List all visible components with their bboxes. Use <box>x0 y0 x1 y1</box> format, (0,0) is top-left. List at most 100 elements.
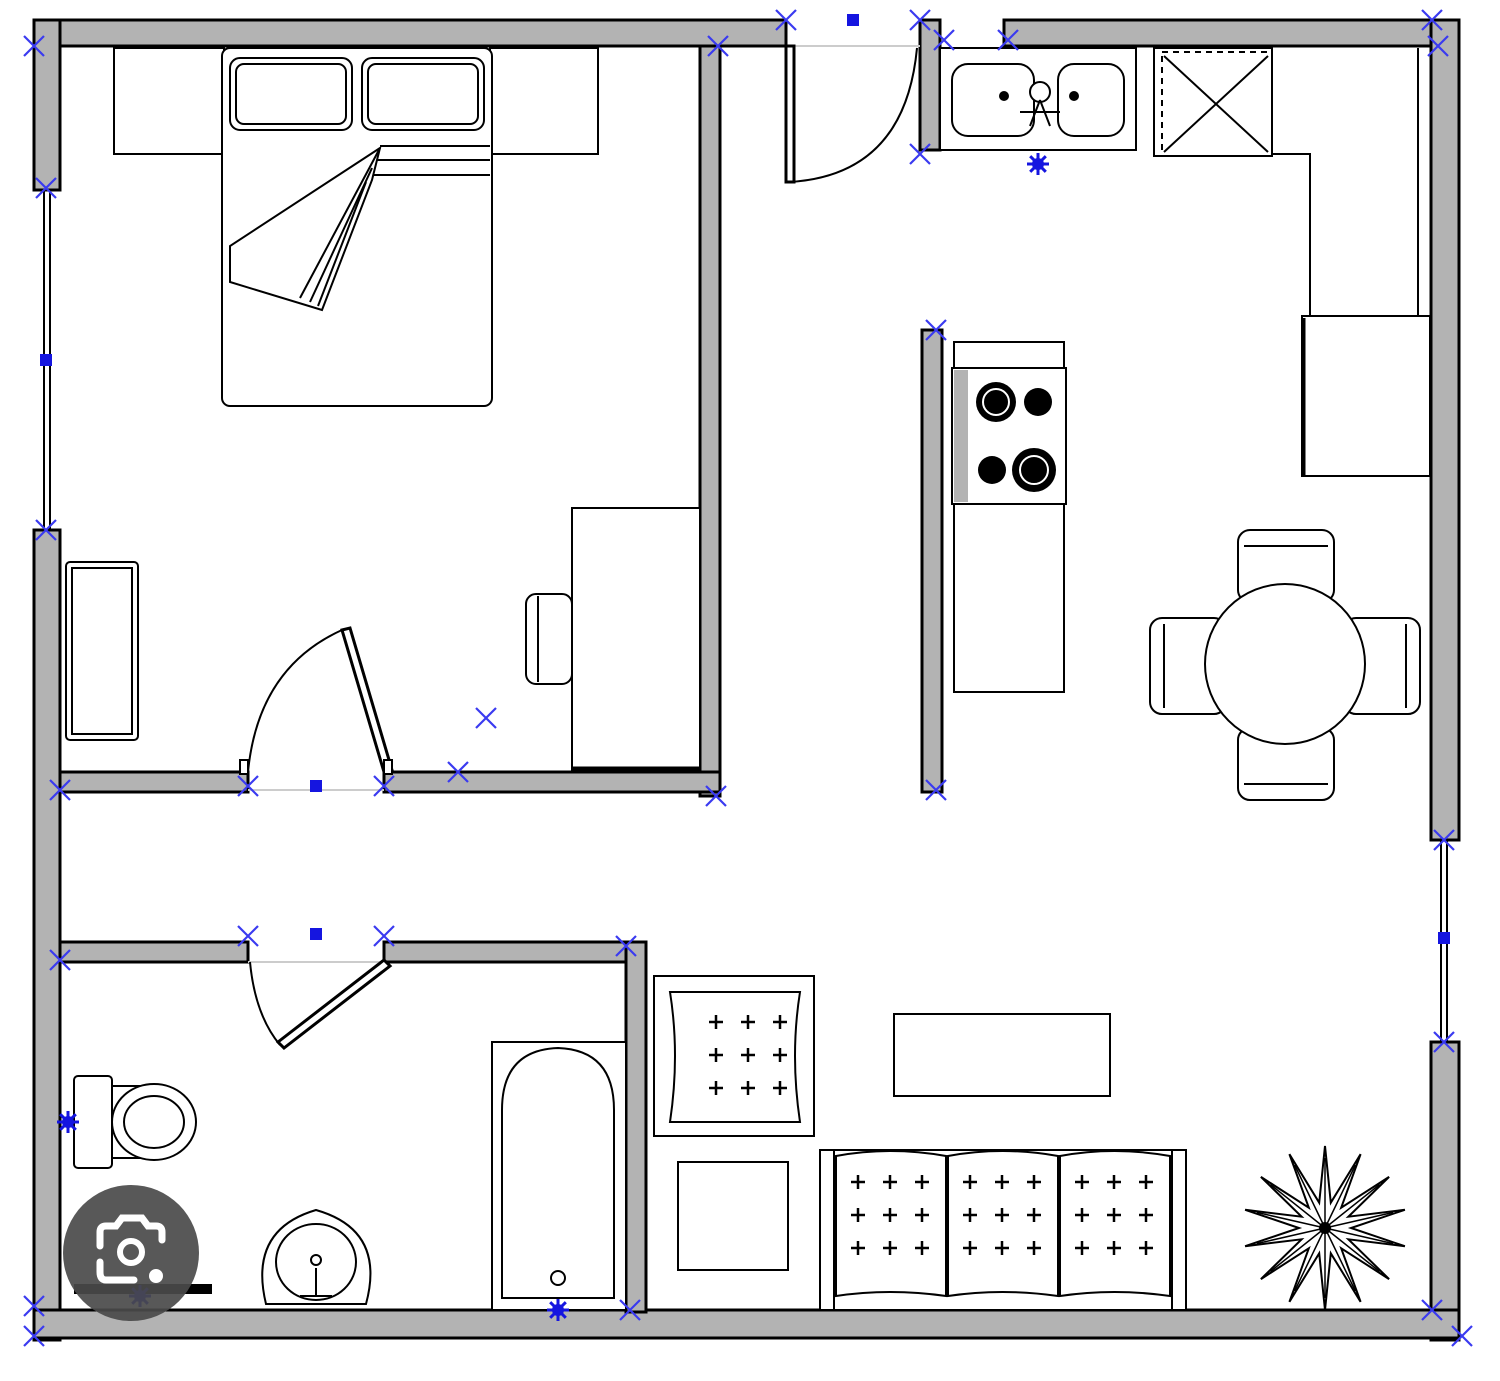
control-x-stroke <box>925 319 947 341</box>
sink-basin-right <box>1057 63 1125 137</box>
control-x-stroke <box>925 779 947 801</box>
tuft-mark <box>1107 1208 1121 1222</box>
control-x-handle <box>475 707 497 729</box>
plant-vein <box>1324 1227 1357 1292</box>
control-x-handle <box>1451 1325 1473 1347</box>
control-x-stroke <box>49 779 71 801</box>
potted-plant <box>1244 1145 1406 1311</box>
control-square-handle <box>310 928 322 940</box>
control-square-handle <box>40 354 52 366</box>
burner-4-ring <box>1019 455 1049 485</box>
tuft-mark <box>1139 1208 1153 1222</box>
wall-bottom <box>32 1308 1461 1340</box>
tuft-mark <box>915 1175 929 1189</box>
wall-bath-top-right <box>382 940 648 964</box>
bedroom-door-jamb-l <box>239 759 249 775</box>
tuft-mark <box>773 1048 787 1062</box>
control-x-stroke <box>1421 9 1443 31</box>
control-x-handle <box>997 29 1019 51</box>
bathtub <box>491 1041 627 1311</box>
refrigerator <box>1301 315 1431 477</box>
wall-kitchen-divider <box>920 328 944 794</box>
control-x-handle <box>705 785 727 807</box>
cooktop-back <box>954 370 968 502</box>
coffee-table <box>893 1013 1111 1097</box>
control-x-handle <box>925 779 947 801</box>
tuft-mark <box>1107 1175 1121 1189</box>
control-x-stroke <box>23 35 45 57</box>
sink-basin-left <box>951 63 1035 137</box>
tuft-mark <box>1027 1208 1041 1222</box>
control-x-handle <box>615 935 637 957</box>
sink-knob-left <box>999 91 1009 101</box>
control-x-stroke <box>1433 829 1455 851</box>
control-x-stroke <box>35 519 57 541</box>
bedroom-furniture <box>65 47 701 771</box>
tuft-mark <box>883 1208 897 1222</box>
control-squares <box>40 14 1450 944</box>
lens-icon-lens <box>117 1238 145 1266</box>
tuft-mark <box>1027 1241 1041 1255</box>
plant-vein <box>1324 1227 1394 1245</box>
plant-center <box>1319 1222 1331 1234</box>
tuft-mark <box>883 1175 897 1189</box>
dresser-inner <box>71 567 133 735</box>
tuft-mark <box>963 1175 977 1189</box>
wall-bedroom-bottom-left <box>58 770 250 794</box>
control-x-stroke <box>909 143 931 165</box>
pillow-left <box>229 57 353 131</box>
control-x-handle <box>707 35 729 57</box>
burner-4 <box>1012 448 1056 492</box>
bathtub-inner <box>501 1046 615 1299</box>
control-star-handle <box>57 1111 79 1133</box>
tuft-mark <box>1075 1208 1089 1222</box>
control-x-handle <box>1421 9 1443 31</box>
control-x-stroke <box>373 775 395 797</box>
sofa-frame <box>819 1149 1187 1311</box>
control-x-stroke <box>707 35 729 57</box>
plant-vein <box>1256 1227 1326 1245</box>
control-x-stroke <box>447 761 469 783</box>
blanket-line-2 <box>309 167 373 303</box>
camera-lens-button[interactable] <box>63 1185 199 1321</box>
tuft-mark <box>963 1241 977 1255</box>
burner-2 <box>1024 388 1052 416</box>
wall-left-lower <box>32 528 62 1342</box>
living-furniture <box>653 975 1406 1311</box>
desk <box>571 507 701 771</box>
control-x-stroke <box>49 949 71 971</box>
control-x-stroke <box>373 925 395 947</box>
tuft-mark <box>963 1208 977 1222</box>
control-x-handle <box>237 925 259 947</box>
plant-vein <box>1269 1183 1326 1229</box>
control-x-stroke <box>1427 35 1449 57</box>
dishwasher-x-2 <box>1163 55 1269 153</box>
bathroom-sink-basin <box>275 1223 357 1301</box>
lens-button-bg[interactable] <box>63 1185 199 1321</box>
control-x-stroke <box>997 29 1019 51</box>
wall-top-right <box>1002 18 1461 48</box>
tuft-mark <box>1139 1175 1153 1189</box>
control-star-handle <box>1027 153 1049 175</box>
dresser <box>65 561 139 741</box>
bedroom-door <box>239 626 394 775</box>
wall-bath-top-left <box>58 940 250 964</box>
control-x-stroke <box>775 9 797 31</box>
control-x-stroke <box>1421 1299 1443 1321</box>
bathroom-fixtures <box>73 1041 627 1311</box>
bathroom-door-leaf <box>275 958 393 1050</box>
bathroom-door-swing <box>249 961 281 1046</box>
control-x-handle <box>23 35 45 57</box>
sofa-arm-right <box>1171 1149 1187 1311</box>
control-x-stroke <box>615 935 637 957</box>
control-x-stroke <box>619 1299 641 1321</box>
wall-left-upper <box>32 18 62 192</box>
tuft-mark <box>883 1241 897 1255</box>
bathroom-sink-tap <box>300 1268 332 1297</box>
control-x-stroke <box>1433 1031 1455 1053</box>
pillow-left-inner <box>235 63 347 125</box>
toilet-tank <box>73 1075 113 1169</box>
sofa-cushion-2 <box>947 1150 1059 1298</box>
nightstand-left <box>113 47 225 155</box>
